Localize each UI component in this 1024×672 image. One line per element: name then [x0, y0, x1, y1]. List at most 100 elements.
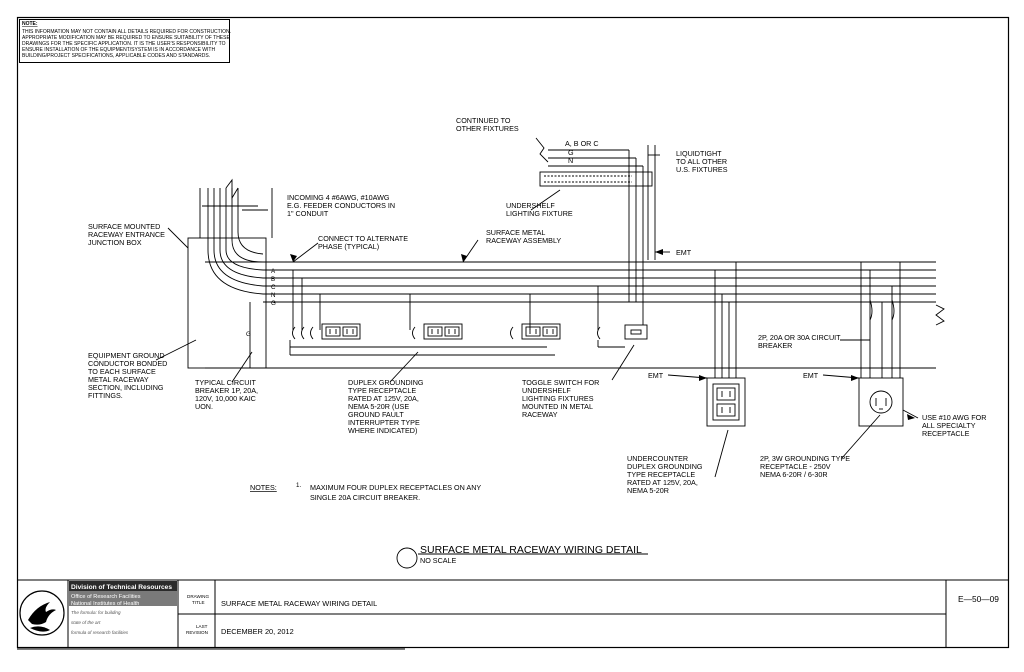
svg-text:JUNCTION BOX: JUNCTION BOX [88, 238, 142, 247]
svg-text:G: G [271, 300, 276, 307]
hhs-eagle-seal-icon [19, 590, 65, 636]
svg-text:APPROPRIATE MODIFICATION MAY B: APPROPRIATE MODIFICATION MAY BE REQUIRED… [22, 35, 230, 41]
svg-text:NEMA 5-20R: NEMA 5-20R [627, 486, 669, 495]
svg-text:2P, 3W GROUNDING TYPE: 2P, 3W GROUNDING TYPE [760, 454, 850, 463]
svg-text:SURFACE METAL RACEWAY WIRING D: SURFACE METAL RACEWAY WIRING DETAIL [420, 544, 642, 556]
svg-text:NEMA 5-20R (USE: NEMA 5-20R (USE [348, 402, 409, 411]
notes-block: NOTES: 1. MAXIMUM FOUR DUPLEX RECEPTACLE… [250, 482, 481, 502]
svg-text:PHASE (TYPICAL): PHASE (TYPICAL) [318, 242, 379, 251]
svg-text:UNDERSHELF: UNDERSHELF [506, 201, 555, 210]
svg-text:The formula: for building: The formula: for building [71, 610, 121, 615]
svg-text:MOUNTED IN METAL: MOUNTED IN METAL [522, 402, 593, 411]
svg-text:LIQUIDTIGHT: LIQUIDTIGHT [676, 149, 722, 158]
svg-text:E.G. FEEDER CONDUCTORS IN: E.G. FEEDER CONDUCTORS IN [287, 201, 395, 210]
svg-text:RECEPTACLE - 250V: RECEPTACLE - 250V [760, 462, 831, 471]
toggle-switch [597, 324, 648, 340]
svg-text:TYPICAL CIRCUIT: TYPICAL CIRCUIT [195, 378, 256, 387]
svg-text:GROUND FAULT: GROUND FAULT [348, 410, 404, 419]
svg-text:RACEWAY ASSEMBLY: RACEWAY ASSEMBLY [486, 236, 561, 245]
svg-text:BREAKER 1P, 20A,: BREAKER 1P, 20A, [195, 386, 258, 395]
svg-text:CONDUCTOR BONDED: CONDUCTOR BONDED [88, 359, 167, 368]
svg-text:G: G [246, 331, 251, 338]
svg-text:B: B [271, 276, 275, 283]
svg-text:EMT: EMT [676, 248, 692, 257]
svg-text:TO EACH SURFACE: TO EACH SURFACE [88, 367, 156, 376]
svg-text:DRAWING: DRAWING [187, 594, 209, 599]
svg-text:G: G [568, 148, 574, 157]
sheet-border [16, 16, 1010, 649]
svg-text:SINGLE 20A CIRCUIT BREAKER.: SINGLE 20A CIRCUIT BREAKER. [310, 493, 420, 502]
svg-text:1" CONDUIT: 1" CONDUIT [287, 209, 329, 218]
svg-text:LAST: LAST [196, 624, 208, 629]
svg-text:NOTES:: NOTES: [250, 483, 277, 492]
svg-text:TOGGLE SWITCH FOR: TOGGLE SWITCH FOR [522, 378, 599, 387]
svg-text:C: C [271, 284, 276, 291]
svg-text:DRAWINGS FOR THE SPECIFIC APPL: DRAWINGS FOR THE SPECIFIC APPLICATION. I… [22, 41, 226, 47]
svg-text:EMT: EMT [648, 371, 664, 380]
svg-text:SURFACE MOUNTED: SURFACE MOUNTED [88, 222, 160, 231]
svg-text:TYPE RECEPTACLE: TYPE RECEPTACLE [348, 386, 416, 395]
svg-text:RATED AT 125V, 20A,: RATED AT 125V, 20A, [627, 478, 698, 487]
svg-text:DECEMBER 20, 2012: DECEMBER 20, 2012 [221, 627, 294, 636]
duplex-receptacle-1 [292, 323, 361, 340]
svg-text:formula of research facilities: formula of research facilities [71, 630, 129, 635]
disclaimer-box [19, 19, 230, 63]
svg-text:BREAKER: BREAKER [758, 341, 792, 350]
undercounter-receptacle [712, 383, 740, 421]
svg-text:EMT: EMT [803, 371, 819, 380]
svg-text:DUPLEX GROUNDING: DUPLEX GROUNDING [348, 378, 424, 387]
svg-text:LIGHTING FIXTURES: LIGHTING FIXTURES [522, 394, 594, 403]
annotations: CONTINUED TO OTHER FIXTURES A, B OR C G … [88, 116, 986, 495]
svg-text:INTERRUPTER TYPE: INTERRUPTER TYPE [348, 418, 420, 427]
svg-text:E—50—09: E—50—09 [958, 594, 999, 604]
svg-text:A, B OR C: A, B OR C [565, 139, 599, 148]
svg-text:USE #10 AWG FOR: USE #10 AWG FOR [922, 413, 986, 422]
svg-text:ENSURE INSTALLATION OF THE EQU: ENSURE INSTALLATION OF THE EQUIPMENT/SYS… [22, 47, 215, 53]
undercounter-box [706, 377, 746, 427]
svg-text:RACEWAY ENTRANCE: RACEWAY ENTRANCE [88, 230, 165, 239]
detail-title: SURFACE METAL RACEWAY WIRING DETAIL NO S… [420, 544, 642, 565]
duplex-receptacles [292, 323, 893, 421]
svg-text:SURFACE METAL RACEWAY WIRING D: SURFACE METAL RACEWAY WIRING DETAIL [221, 599, 377, 608]
svg-text:CONTINUED TO: CONTINUED TO [456, 116, 511, 125]
svg-text:UNDERCOUNTER: UNDERCOUNTER [627, 454, 688, 463]
svg-text:RECEPTACLE: RECEPTACLE [922, 429, 970, 438]
junction-box [187, 237, 267, 369]
svg-text:TO ALL OTHER: TO ALL OTHER [676, 157, 727, 166]
arrowheads [290, 249, 915, 420]
svg-text:WHERE INDICATED): WHERE INDICATED) [348, 426, 417, 435]
svg-text:state of the art: state of the art [71, 620, 101, 625]
svg-text:BUILDING/PROJECT SPECIFICATION: BUILDING/PROJECT SPECIFICATIONS, APPLICA… [22, 53, 210, 59]
svg-text:LIGHTING FIXTURE: LIGHTING FIXTURE [506, 209, 573, 218]
specialty-box [858, 377, 904, 427]
disclaimer-note: NOTE: THIS INFORMATION MAY NOT CONTAIN A… [22, 21, 231, 59]
title-block-text: DRAWING TITLE SURFACE METAL RACEWAY WIRI… [186, 594, 999, 636]
svg-text:Division of Technical Resource: Division of Technical Resources [71, 584, 172, 591]
svg-text:UNDERSHELF: UNDERSHELF [522, 386, 571, 395]
svg-text:1.: 1. [296, 482, 301, 489]
title-block [17, 579, 1009, 650]
duplex-receptacle-3 [510, 323, 561, 340]
undershelf-fixture [539, 171, 653, 187]
svg-text:RATED AT 125V, 20A,: RATED AT 125V, 20A, [348, 394, 419, 403]
svg-text:N: N [271, 292, 275, 299]
svg-text:RACEWAY: RACEWAY [522, 410, 558, 419]
svg-text:ALL SPECIALTY: ALL SPECIALTY [922, 421, 976, 430]
svg-text:TITLE: TITLE [192, 600, 205, 605]
detail-title-circle [396, 547, 418, 569]
svg-text:NOTE:: NOTE: [22, 21, 38, 27]
svg-text:MAXIMUM FOUR DUPLEX RECEPTACLE: MAXIMUM FOUR DUPLEX RECEPTACLES ON ANY [310, 483, 481, 492]
svg-text:NO SCALE: NO SCALE [420, 556, 457, 565]
svg-text:120V, 10,000 KAIC: 120V, 10,000 KAIC [195, 394, 256, 403]
specialty-receptacle [869, 390, 893, 414]
svg-text:NEMA 6-20R / 6-30R: NEMA 6-20R / 6-30R [760, 470, 828, 479]
svg-text:FITTINGS.: FITTINGS. [88, 391, 123, 400]
svg-text:DUPLEX GROUNDING: DUPLEX GROUNDING [627, 462, 703, 471]
svg-text:Office of Research Facilities: Office of Research Facilities [71, 594, 141, 600]
svg-text:SECTION, INCLUDING: SECTION, INCLUDING [88, 383, 164, 392]
svg-text:2P, 20A OR 30A CIRCUIT: 2P, 20A OR 30A CIRCUIT [758, 333, 841, 342]
svg-text:OTHER FIXTURES: OTHER FIXTURES [456, 124, 519, 133]
svg-text:National Institutes of Health: National Institutes of Health [71, 601, 139, 607]
